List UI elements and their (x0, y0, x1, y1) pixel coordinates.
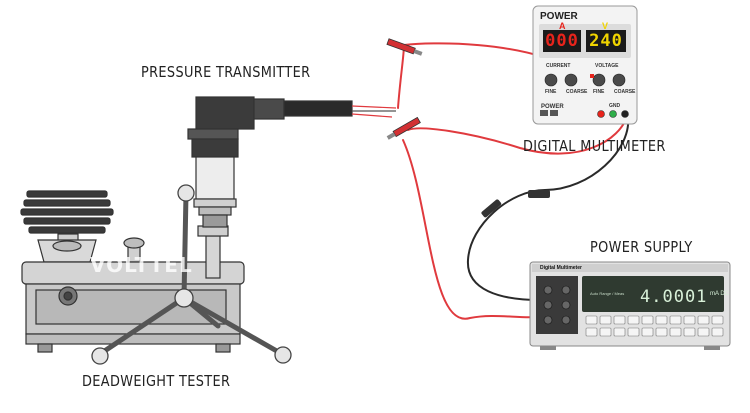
power-button-label: POWER (541, 104, 564, 110)
current-knob-label: CURRENT (546, 63, 571, 69)
test-lead-probes (386, 38, 550, 218)
pressure-transmitter-label: PRESSURE TRANSMITTER (141, 63, 311, 81)
voltage-coarse-label: COARSE (614, 89, 636, 95)
pressure-transmitter (187, 96, 397, 228)
voltage-fine-label: FINE (593, 89, 605, 95)
digital-multimeter-label: DIGITAL MULTIMETER (523, 137, 666, 155)
multimeter-title: Digital Multimeter (540, 265, 582, 271)
power-supply-label: POWER SUPPLY (590, 238, 693, 256)
voltage-display: 240 (586, 30, 626, 52)
multimeter-unit-label: mA DC (710, 291, 730, 297)
deadweight-tester (20, 184, 292, 365)
voltage-knob-label: VOLTAGE (595, 63, 619, 69)
current-coarse-label: COARSE (566, 89, 588, 95)
multimeter-mode-text: Auto Range / Meas (590, 291, 625, 296)
multimeter-unit (529, 261, 731, 350)
watermark: VOLTTEL (90, 253, 193, 277)
gnd-terminal-label: GND (609, 103, 621, 109)
current-display: 000 (543, 30, 581, 52)
current-fine-label: FINE (545, 89, 557, 95)
deadweight-tester-label: DEADWEIGHT TESTER (82, 372, 231, 390)
current-header: A (559, 21, 566, 31)
multimeter-reading: 4.0001 (640, 287, 708, 307)
power-supply-title: POWER (540, 11, 578, 22)
voltage-header: V (602, 21, 609, 31)
